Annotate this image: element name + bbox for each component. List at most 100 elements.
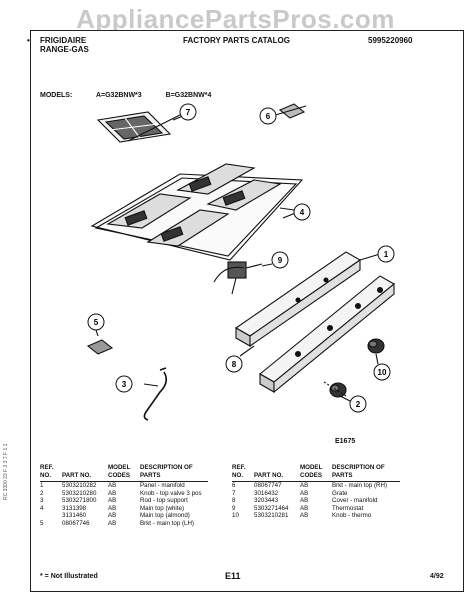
cell-ref: 9 <box>232 504 236 512</box>
cell-desc: Cover - manifold <box>332 497 378 504</box>
grate-part <box>96 111 181 143</box>
cell-ref: 6 <box>232 482 236 489</box>
cell-part: 08067746 <box>62 519 90 527</box>
bracket-rh-part <box>271 103 307 119</box>
cell-desc: Grate <box>332 489 348 497</box>
side-print-code: RC 3300 23 F 3 3 7 F 1 1 <box>3 443 9 500</box>
cell-part: 5303210280 <box>62 489 97 497</box>
callout-1: 1 <box>377 245 395 263</box>
svg-text:10: 10 <box>378 368 387 377</box>
bracket-lh-part <box>86 339 114 355</box>
col-part: PART NO. <box>62 464 108 482</box>
watermark: AppliancePartsPros.com <box>76 4 395 34</box>
cell-model: AB <box>108 482 117 489</box>
callout-10: 10 <box>373 363 391 381</box>
cell-desc: Panel - manifold <box>140 482 185 489</box>
cell-desc: Knob - top valve 3 pos <box>140 489 202 497</box>
col-model: MODEL CODES <box>300 464 332 482</box>
cell-model: AB <box>300 504 309 512</box>
brand-name: FRIGIDAIRE RANGE-GAS <box>40 36 89 54</box>
table-row: 8 3203443 AB Cover - manifold <box>232 497 400 505</box>
callout-8: 8 <box>225 355 243 373</box>
cell-model: AB <box>108 504 117 512</box>
callout-3: 3 <box>115 375 133 393</box>
exploded-parts-diagram: 7 6 4 9 1 5 8 10 3 2 <box>86 103 395 421</box>
cell-ref: 3 <box>40 497 44 504</box>
svg-text:8: 8 <box>232 360 237 369</box>
main-top-part <box>90 163 304 261</box>
manifold-panel-part <box>259 275 395 394</box>
col-ref: REF. NO. <box>40 464 62 482</box>
cell-part: 5303271800 <box>62 497 97 504</box>
callout-9: 9 <box>271 251 289 269</box>
col-desc: DESCRIPTION OF PARTS <box>332 464 400 482</box>
model-b: B=G32BNW*4 <box>165 92 212 99</box>
cell-desc: Thermostat <box>332 504 364 512</box>
callout-6: 6 <box>259 107 277 125</box>
table-row: 7 3016432 AB Grate <box>232 490 400 498</box>
svg-text:3: 3 <box>122 380 127 389</box>
cell-part: 3131398 <box>62 504 87 512</box>
cell-model: AB <box>108 519 117 527</box>
cell-desc: Rod - top support <box>140 497 188 504</box>
cell-part: 5303271464 <box>254 504 289 512</box>
cell-model: AB <box>108 512 117 519</box>
table-row: 9 5303271464 AB Thermostat <box>232 505 400 513</box>
brand-label: FRIGIDAIRE <box>40 36 87 45</box>
figure-code: E1675 <box>335 438 356 445</box>
knob-thermo-part <box>367 338 385 354</box>
cell-desc: Main top (almond) <box>140 512 190 519</box>
cell-part: 3016432 <box>254 489 279 497</box>
svg-text:7: 7 <box>186 108 191 117</box>
cell-part: 5303210282 <box>62 482 97 489</box>
cell-ref: 8 <box>232 497 236 504</box>
svg-text:1: 1 <box>384 250 389 259</box>
footnote: * = Not Illustrated <box>40 573 98 580</box>
svg-text:2: 2 <box>356 400 361 409</box>
svg-text:5: 5 <box>94 318 99 327</box>
support-rod-part <box>143 367 168 421</box>
catalog-number: 5995220960 <box>368 36 413 45</box>
cell-model: AB <box>108 497 117 504</box>
cell-part: 5303210281 <box>254 512 289 519</box>
cell-model: AB <box>300 497 309 504</box>
cell-ref <box>40 512 62 520</box>
cell-model: AB <box>300 489 309 497</box>
parts-table-right: REF. NO. PART NO. MODEL CODES DESCRIPTIO… <box>232 464 400 520</box>
cell-part: 3203443 <box>254 497 279 504</box>
table-row: 3131460 AB Main top (almond) <box>40 512 208 520</box>
col-model: MODEL CODES <box>108 464 140 482</box>
col-desc: DESCRIPTION OF PARTS <box>140 464 208 482</box>
col-ref: REF. NO. <box>232 464 254 482</box>
parts-table-left: REF. NO. PART NO. MODEL CODES DESCRIPTIO… <box>40 464 208 527</box>
svg-text:4: 4 <box>300 208 305 217</box>
cell-desc: Brkt - main top (RH) <box>332 482 388 489</box>
cell-model: AB <box>300 512 309 519</box>
thermostat-part <box>213 261 263 295</box>
catalog-title: FACTORY PARTS CATALOG <box>183 36 290 45</box>
table-row: 2 5303210280 AB Knob - top valve 3 pos <box>40 490 208 498</box>
cell-desc: Brkt - main top (LH) <box>140 519 194 527</box>
cell-part: 3131460 <box>62 512 87 519</box>
cell-ref: 10 <box>232 512 239 519</box>
page-number: E11 <box>225 571 241 581</box>
callout-4: 4 <box>293 203 311 221</box>
catalog-date: 4/92 <box>430 573 444 580</box>
cell-model: AB <box>300 482 309 489</box>
models-line: MODELS: A=G32BNW*3 B=G32BNW*4 <box>40 92 233 99</box>
cell-model: AB <box>108 489 117 497</box>
header-bullet: • <box>27 36 30 45</box>
cell-ref: 7 <box>232 489 236 497</box>
svg-text:6: 6 <box>266 112 271 121</box>
models-label: MODELS: <box>40 92 73 99</box>
product-label: RANGE-GAS <box>40 45 89 54</box>
svg-text:9: 9 <box>278 256 283 265</box>
cell-ref: 2 <box>40 489 44 497</box>
model-a: A=G32BNW*3 <box>95 92 142 99</box>
cell-part: 08067747 <box>254 482 282 489</box>
table-row: 6 08067747 AB Brkt - main top (RH) <box>232 482 400 490</box>
